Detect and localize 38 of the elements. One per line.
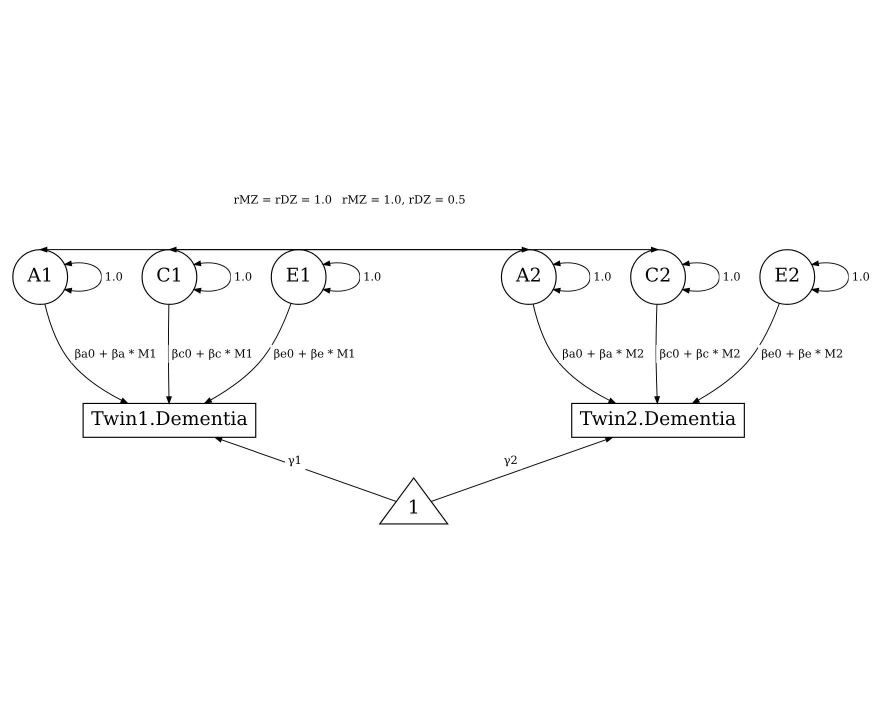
arrow: [192, 260, 232, 294]
edge-label: βa0 + βa * M2: [562, 346, 644, 360]
node-box: Twin1.Dementia: [82, 402, 256, 438]
edge-label: 1.0: [363, 270, 382, 283]
edge-label: βc0 + βc * M2: [659, 346, 741, 360]
node-circle: A2: [500, 248, 557, 304]
edge-label: βe0 + βe * M1: [274, 346, 356, 360]
arrow: [681, 260, 720, 294]
edge-label: γ1: [288, 453, 302, 466]
arrow: [166, 304, 172, 404]
edge-label: βa0 + βa * M1: [74, 346, 157, 360]
node-box: Twin2.Dementia: [571, 402, 745, 438]
edge-label: rMZ = 1.0, rDZ = 0.5: [342, 193, 466, 206]
edge-label: rMZ = rDZ = 1.0: [234, 193, 332, 206]
arrow: [63, 260, 102, 294]
node-circle: E1: [270, 248, 327, 304]
edge-label: 1.0: [722, 270, 741, 283]
node-circle: A1: [12, 248, 68, 304]
edge-label: 1.0: [593, 270, 612, 283]
edge-label: 1.0: [852, 270, 870, 283]
arrow: [204, 302, 292, 404]
arrow: [654, 304, 660, 404]
arrow: [322, 260, 360, 294]
edge-label: 1.0: [104, 270, 123, 283]
arrow: [44, 303, 129, 404]
arrow: [214, 436, 397, 502]
edge-label: γ2: [504, 453, 518, 466]
edge-label: βc0 + βc * M1: [172, 346, 253, 360]
edge-label: βe0 + βe * M2: [761, 346, 844, 360]
arrow: [810, 260, 850, 294]
arrow: [532, 303, 617, 404]
node-circle: C1: [142, 248, 198, 304]
arrow: [430, 436, 614, 502]
node-circle: C2: [630, 248, 686, 304]
edge-label: 1.0: [234, 270, 252, 283]
node-circle: E2: [759, 248, 816, 304]
arrow: [552, 260, 591, 294]
arrow: [691, 302, 780, 404]
